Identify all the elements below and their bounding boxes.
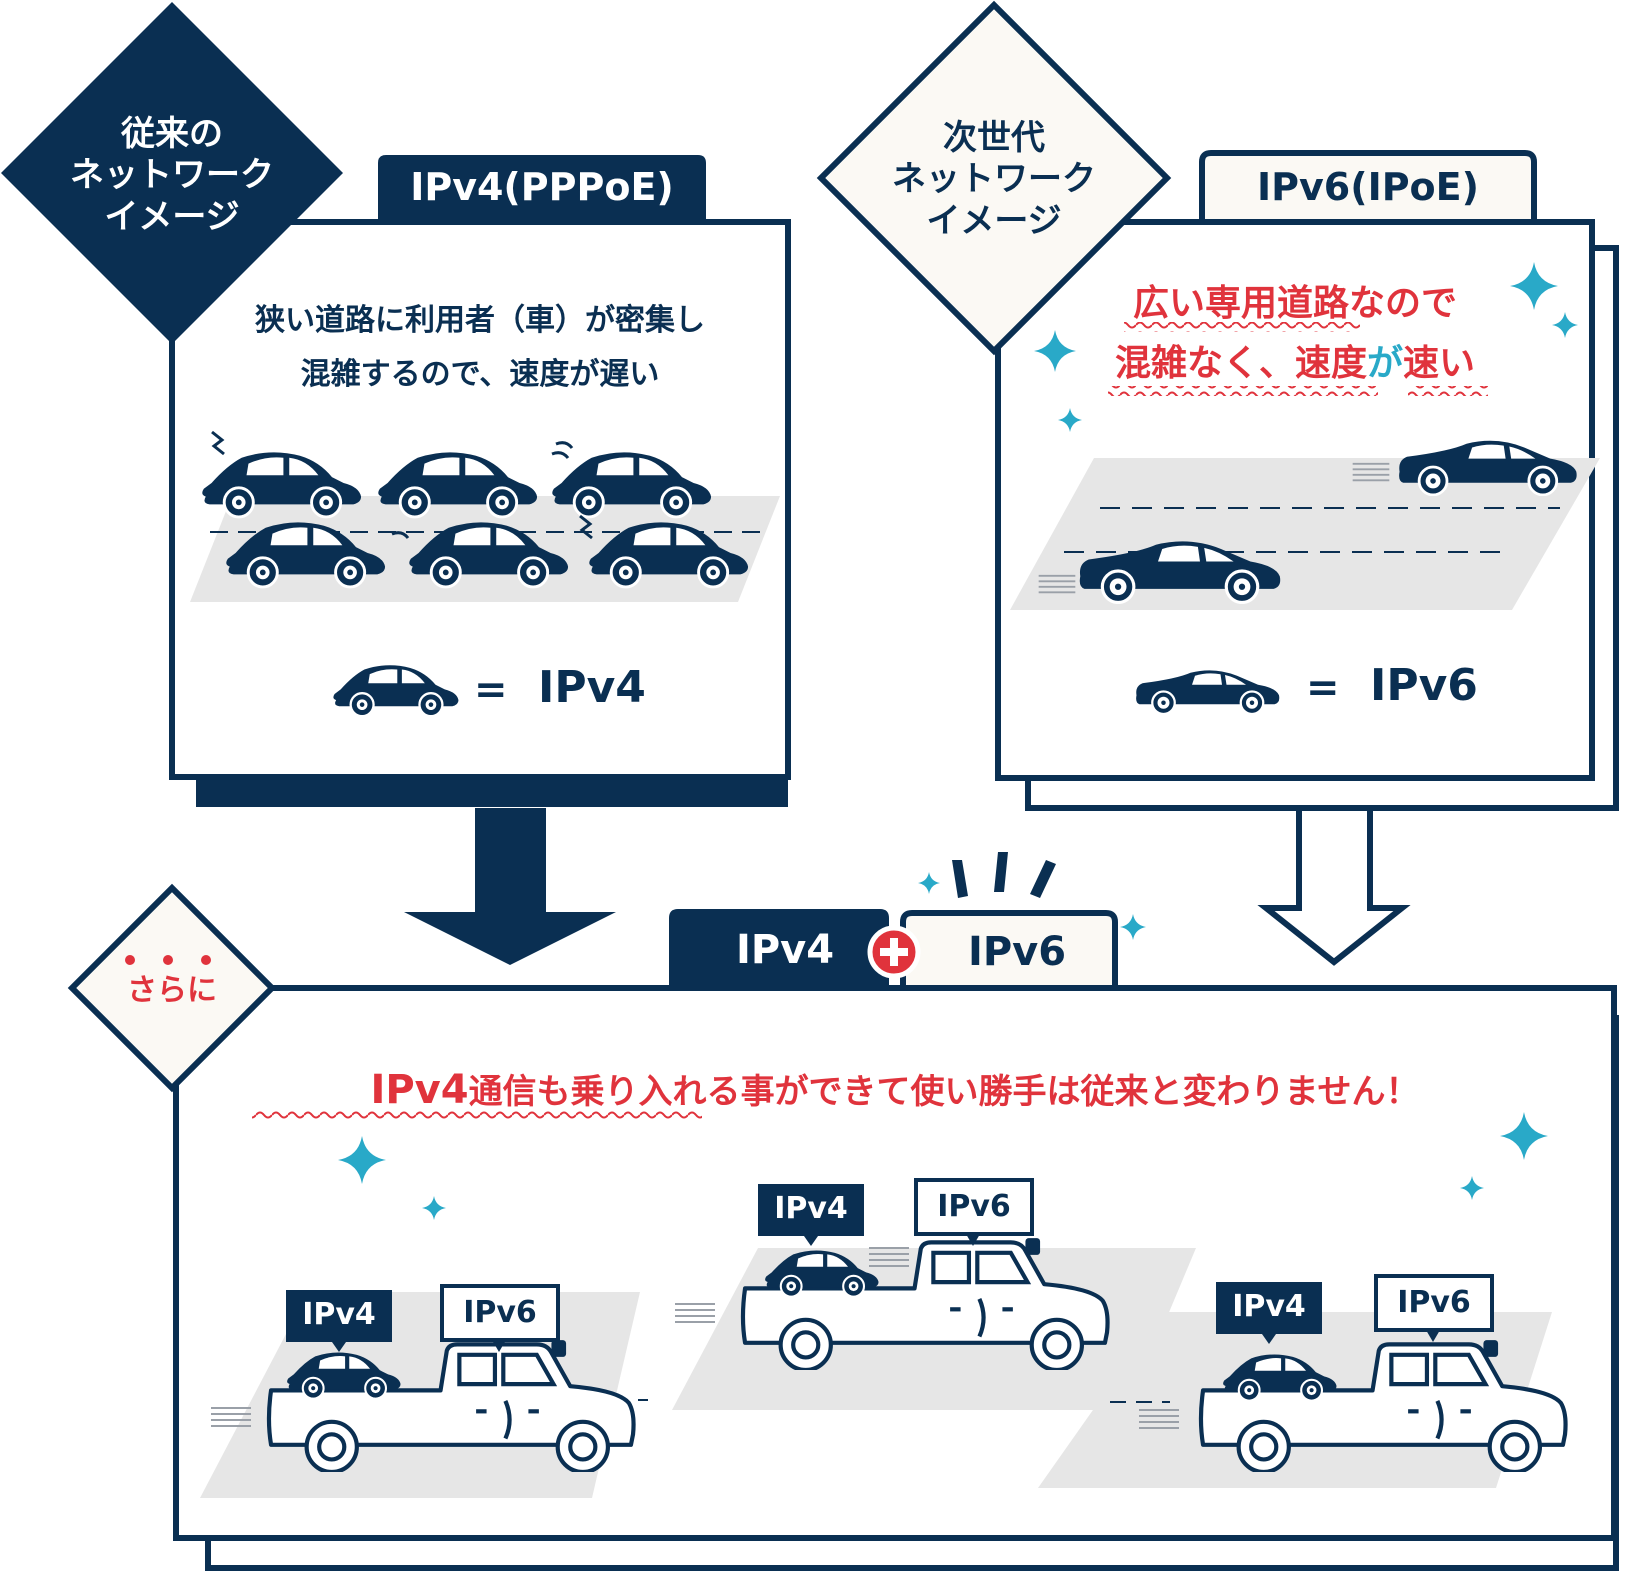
tag-ipv4-label: IPv4 bbox=[302, 1297, 376, 1332]
left-diamond-line: イメージ bbox=[104, 196, 240, 237]
right-tab bbox=[1199, 150, 1537, 225]
sparkle-icon bbox=[918, 872, 940, 894]
right-headline-segment: 混雑なく、速度 bbox=[1114, 343, 1367, 384]
down-arrow-icon bbox=[1257, 805, 1411, 966]
bottom-diamond-label: さらに bbox=[127, 973, 217, 1008]
left-legend-equals: = bbox=[474, 667, 508, 713]
right-headline-line1: 広い専用道路なので bbox=[998, 286, 1592, 322]
bottom-tab-ipv4-label: IPv4 bbox=[735, 927, 835, 973]
right-headline-line2: 混雑なく、速度が速い bbox=[998, 346, 1592, 382]
right-headline-segment: 広い専用道路 bbox=[1132, 283, 1349, 324]
sparkle-icon bbox=[1120, 914, 1146, 940]
bottom-panel bbox=[173, 852, 1619, 1571]
left-description-line: 混雑するので、速度が遅い bbox=[300, 357, 660, 392]
plus-icon bbox=[867, 925, 921, 979]
left-panel bbox=[169, 155, 791, 807]
tag-ipv6-1 bbox=[440, 1284, 560, 1352]
bottom-headline-segment: 事ができて使い勝手は従来と変わりません！ bbox=[740, 1072, 1420, 1112]
right-diamond bbox=[816, 0, 1172, 356]
left-legend-label: IPv4 bbox=[538, 662, 646, 713]
left-tab-label: IPv4(PPPoE) bbox=[410, 165, 674, 209]
left-description-line: 狭い道路に利用者（車）が密集し bbox=[255, 303, 705, 338]
down-arrow-icon bbox=[404, 808, 616, 965]
bottom-headline: IPv4通信も乗り入れる事ができて使い勝手は従来と変わりません！ bbox=[176, 1070, 1614, 1110]
tag-ipv4-label: IPv4 bbox=[1232, 1289, 1306, 1324]
right-headline-segment: 速い bbox=[1403, 343, 1476, 384]
tag-ipv4-2 bbox=[758, 1184, 864, 1246]
left-diamond-line: ネットワーク bbox=[70, 155, 274, 196]
tag-ipv4-label: IPv4 bbox=[774, 1191, 848, 1226]
bottom-headline-segment: 通信も乗り入れる bbox=[468, 1072, 741, 1112]
bottom-headline-segment: IPv4 bbox=[370, 1067, 469, 1113]
tag-ipv6-label: IPv6 bbox=[1397, 1285, 1471, 1320]
right-diamond-line: イメージ bbox=[926, 200, 1062, 241]
right-headline-segment: が bbox=[1366, 343, 1403, 384]
right-panel bbox=[995, 150, 1619, 811]
left-diamond-line: 従来の bbox=[121, 114, 223, 154]
bottom-diamond bbox=[67, 883, 277, 1093]
left-diamond bbox=[1, 2, 343, 344]
left-diamond-label: 従来の ネットワーク イメージ bbox=[52, 114, 292, 238]
bottom-tab-ipv6 bbox=[900, 910, 1118, 991]
bottom-tab-ipv4 bbox=[669, 909, 889, 988]
right-diamond-label: 次世代 ネットワーク イメージ bbox=[874, 118, 1114, 242]
right-diamond-line: 次世代 bbox=[943, 118, 1045, 158]
right-diamond-line: ネットワーク bbox=[892, 159, 1096, 200]
tag-ipv6-label: IPv6 bbox=[937, 1189, 1011, 1224]
tag-ipv6-2 bbox=[914, 1178, 1034, 1246]
right-tab-label: IPv6(IPoE) bbox=[1257, 165, 1479, 209]
tag-ipv4-3 bbox=[1216, 1282, 1322, 1344]
right-headline-segment: なので bbox=[1349, 283, 1458, 324]
bottom-tab-ipv6-label: IPv6 bbox=[967, 929, 1067, 975]
tag-ipv6-3 bbox=[1374, 1274, 1494, 1342]
right-legend-equals: = bbox=[1306, 665, 1340, 711]
right-legend-label: IPv6 bbox=[1370, 660, 1478, 711]
left-tab bbox=[378, 155, 706, 222]
tag-ipv6-label: IPv6 bbox=[463, 1295, 537, 1330]
tag-ipv4-1 bbox=[286, 1290, 392, 1352]
